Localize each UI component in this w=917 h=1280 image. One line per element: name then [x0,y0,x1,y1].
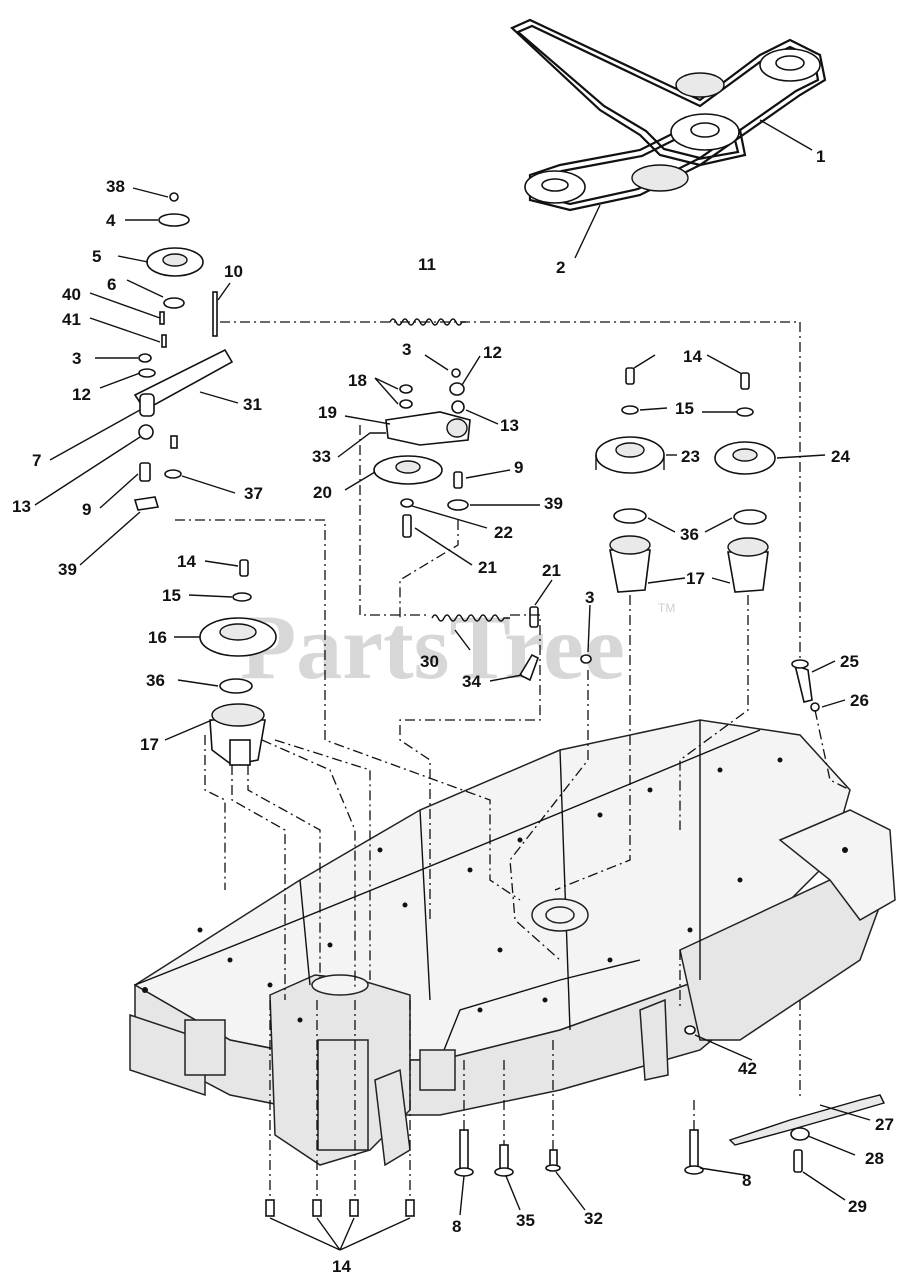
callout-4: 4 [106,211,116,230]
callout-12a: 12 [72,385,91,404]
callout-14c: 14 [332,1257,351,1276]
callout-42: 42 [738,1059,757,1078]
callout-15a: 15 [675,399,694,418]
callout-12b: 12 [483,343,502,362]
callout-21a: 21 [478,558,497,577]
callout-34: 34 [462,672,481,691]
callout-39a: 39 [58,560,77,579]
belts [510,18,827,212]
callout-30: 30 [420,652,439,671]
mower-deck [129,719,896,1167]
callout-25: 25 [840,652,859,671]
callout-16: 16 [148,628,167,647]
callout-13a: 13 [12,497,31,516]
center-idler-group [373,368,592,682]
callout-24: 24 [831,447,850,466]
callout-6: 6 [107,275,116,294]
callout-9b: 9 [514,458,523,477]
callout-14b: 14 [177,552,196,571]
watermark-trademark: TM [658,601,675,615]
callout-10: 10 [224,262,243,281]
callout-labels: 1 2 38 4 5 10 11 6 40 41 3 12 31 7 13 9 … [12,147,894,1276]
belt-1 [510,18,827,167]
callout-32: 32 [584,1209,603,1228]
callout-15b: 15 [162,586,181,605]
watermark: PartsTree [240,596,625,698]
callout-35: 35 [516,1211,535,1230]
callout-3a: 3 [72,349,81,368]
callout-23: 23 [681,447,700,466]
callout-13b: 13 [500,416,519,435]
callout-3c: 3 [585,588,594,607]
callout-9a: 9 [82,500,91,519]
callout-27: 27 [875,1115,894,1134]
callout-11: 11 [418,255,436,274]
callout-17a: 17 [686,569,705,588]
callout-17b: 17 [140,735,159,754]
right-pulley-group [595,367,776,593]
callout-8a: 8 [742,1171,751,1190]
callout-39b: 39 [544,494,563,513]
callout-5: 5 [92,247,101,266]
callout-8b: 8 [452,1217,461,1236]
callout-20: 20 [313,483,332,502]
callout-22: 22 [494,523,513,542]
leader-lines [34,119,871,1251]
callout-19: 19 [318,403,337,422]
callout-31: 31 [243,395,262,414]
callout-29: 29 [848,1197,867,1216]
callout-21b: 21 [542,561,561,580]
callout-2: 2 [556,258,565,277]
callout-1: 1 [816,147,825,166]
callout-33: 33 [312,447,331,466]
callout-3b: 3 [402,340,411,359]
hardware-right [684,659,886,1173]
callout-18: 18 [348,371,367,390]
callout-28: 28 [865,1149,884,1168]
callout-26: 26 [850,691,869,710]
spring-30 [431,614,510,622]
callout-38: 38 [106,177,125,196]
callout-40: 40 [62,285,81,304]
callout-41: 41 [62,310,81,329]
callout-7: 7 [32,451,41,470]
assembly-lines [175,321,851,1200]
callout-37: 37 [244,484,263,503]
callout-36b: 36 [146,671,165,690]
left-idler-group [133,192,234,511]
callout-36a: 36 [680,525,699,544]
callout-14a: 14 [683,347,702,366]
left-spindle-group [199,559,277,766]
